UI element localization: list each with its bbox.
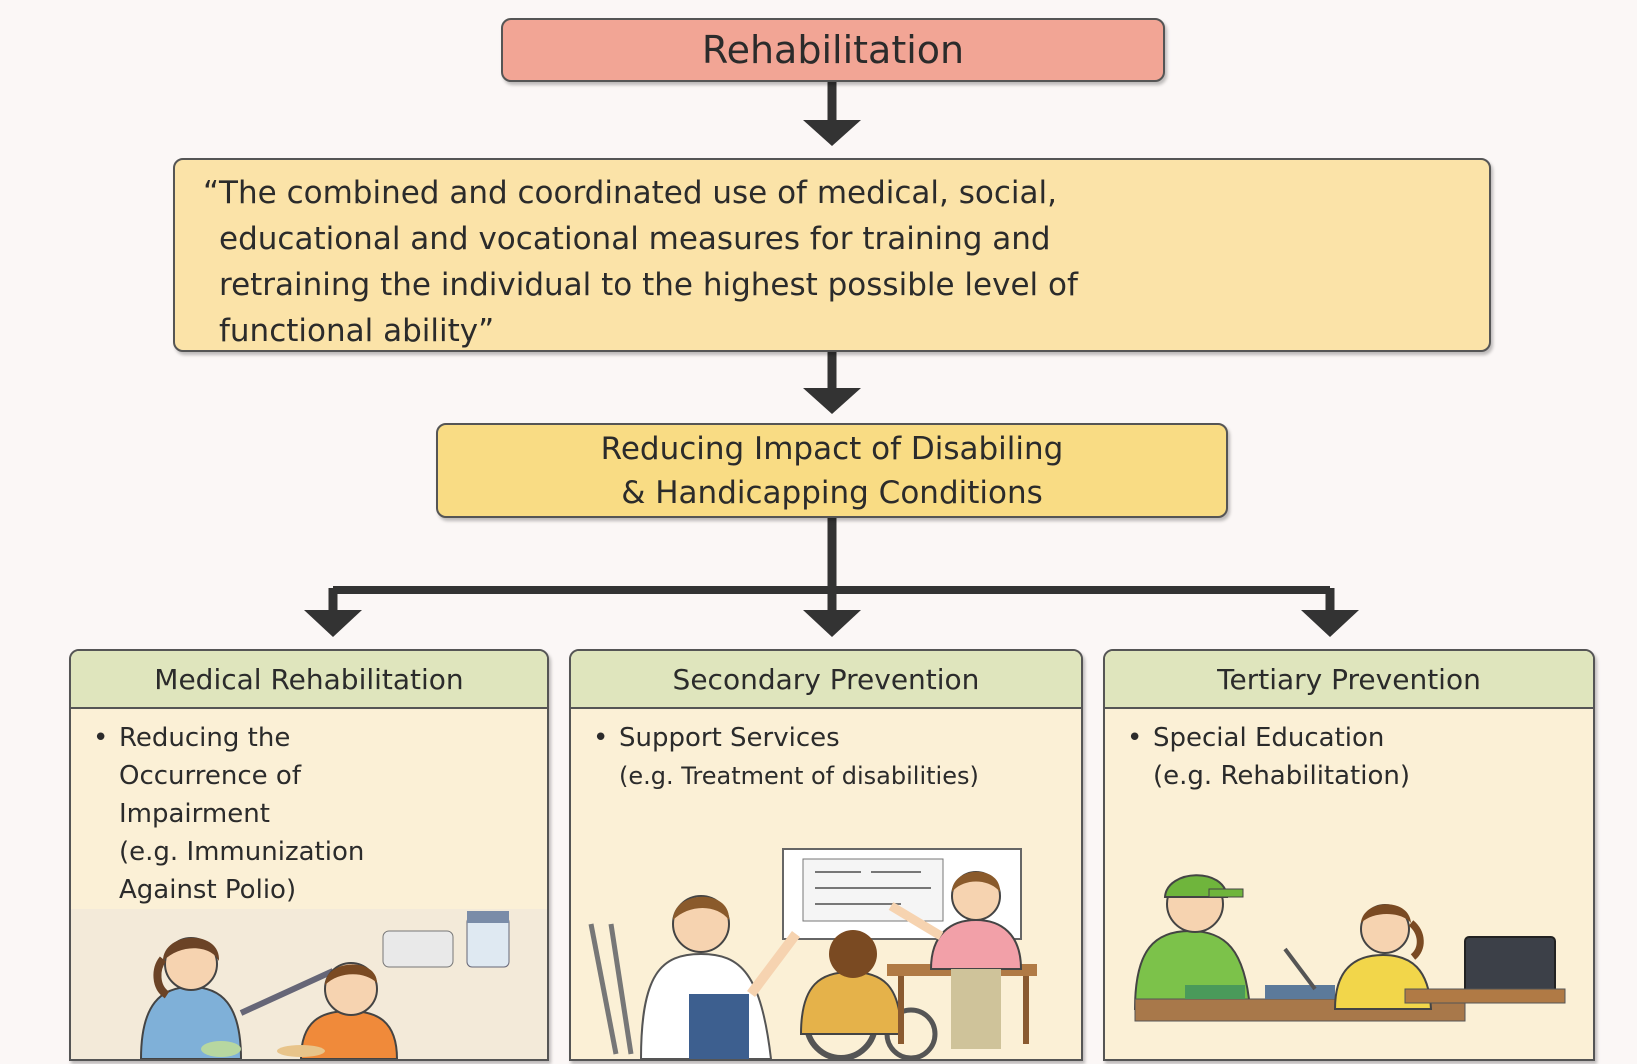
card-heading: Tertiary Prevention	[1105, 651, 1593, 709]
bullet-dot-icon: •	[593, 723, 609, 753]
tertiary-prevention-card: Tertiary Prevention • Special Education …	[1103, 649, 1595, 1061]
title-text: Rehabilitation	[701, 28, 965, 72]
bullet-dot-icon: •	[93, 723, 109, 753]
bullet-detail: Against Polio)	[119, 875, 297, 905]
definition-line: retraining the individual to the highest…	[219, 267, 1078, 303]
arrowhead-card-1	[304, 610, 362, 637]
definition-line: “The combined and coordinated use of med…	[203, 175, 1057, 211]
arrowhead-goal	[803, 388, 861, 414]
nurse-vaccinating-child-illustration	[71, 909, 547, 1059]
card-bullet: • Support Services	[593, 719, 1065, 757]
goal-line: & Handicapping Conditions	[621, 474, 1043, 511]
card-heading: Secondary Prevention	[571, 651, 1081, 709]
bullet-text: Support Services	[619, 723, 840, 753]
arrowhead-card-2	[803, 610, 861, 637]
goal-box: Reducing Impact of Disabiling & Handicap…	[436, 423, 1228, 518]
definition-line: functional ability”	[219, 313, 495, 349]
definition-box: “The combined and coordinated use of med…	[173, 158, 1491, 352]
card-body: • Support Services (e.g. Treatment of di…	[571, 709, 1081, 795]
card-heading: Medical Rehabilitation	[71, 651, 547, 709]
card-bullet: • Reducing the	[93, 719, 531, 757]
bullet-detail: (e.g. Treatment of disabilities)	[619, 762, 979, 790]
bullet-detail: (e.g. Rehabilitation)	[1153, 761, 1410, 791]
bullet-detail: Impairment	[119, 799, 270, 829]
bullet-detail: (e.g. Immunization	[119, 837, 365, 867]
goal-line: Reducing Impact of Disabiling	[600, 430, 1064, 467]
bullet-dot-icon: •	[1127, 723, 1143, 753]
card-body: • Special Education (e.g. Rehabilitation…	[1105, 709, 1593, 795]
card-bullet: • Special Education	[1127, 719, 1577, 757]
card-body: • Reducing the Occurrence of Impairment …	[71, 709, 547, 909]
bullet-detail: Occurrence of	[119, 761, 301, 791]
arrowhead-definition	[803, 120, 861, 146]
doctor-with-wheelchair-patient-illustration	[588, 848, 1037, 1059]
bullet-text: Special Education	[1153, 723, 1385, 753]
definition-line: educational and vocational measures for …	[219, 221, 1051, 257]
arrowhead-card-3	[1301, 610, 1359, 637]
title-box: Rehabilitation	[501, 18, 1165, 82]
bullet-text: Reducing the	[119, 723, 291, 753]
secondary-prevention-card: Secondary Prevention • Support Services …	[569, 649, 1083, 1061]
vocational-training-workshop-illustration	[1105, 859, 1593, 1059]
medical-rehabilitation-card: Medical Rehabilitation • Reducing the Oc…	[69, 649, 549, 1061]
